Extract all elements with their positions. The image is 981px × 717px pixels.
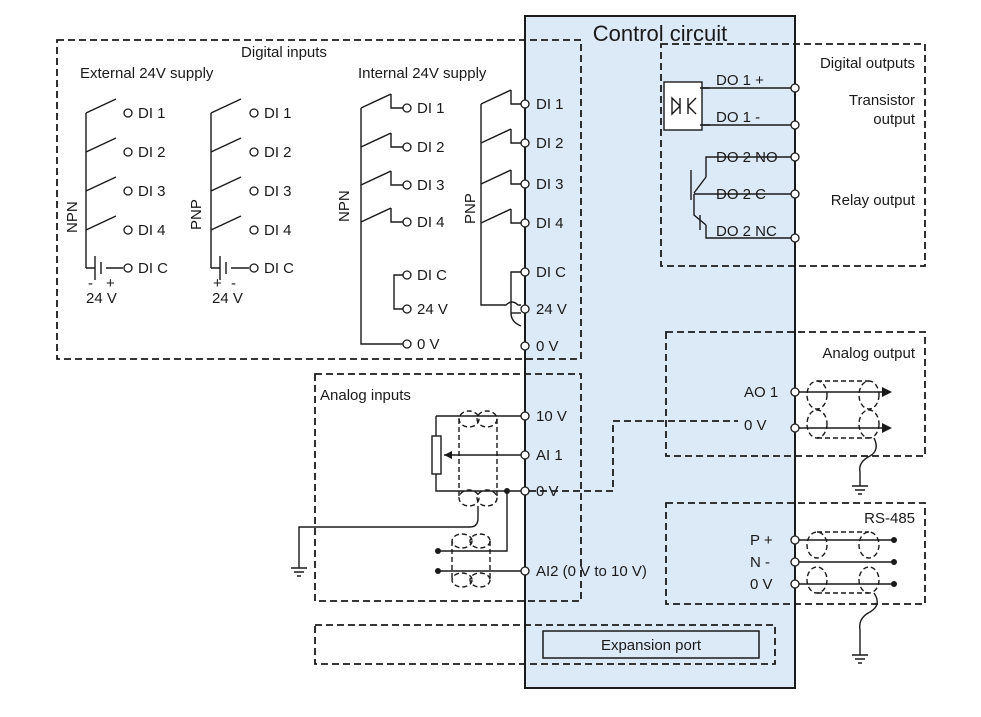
panel-24v: 24 V <box>536 301 567 318</box>
analog-output-wiring <box>799 380 892 495</box>
internal-supply-label: Internal 24V supply <box>358 65 487 82</box>
panel-ai-0v: 0 V <box>536 483 559 500</box>
panel-10v: 10 V <box>536 408 567 425</box>
ext-pnp-di1: DI 1 <box>264 105 292 122</box>
int-npn-terminals <box>402 103 412 349</box>
ext-npn-label: NPN <box>64 201 81 233</box>
expansion-port-box <box>542 630 760 659</box>
panel-0v: 0 V <box>536 338 559 355</box>
ext-npn-di2: DI 2 <box>138 144 166 161</box>
int-npn-wiring <box>360 93 403 345</box>
analog-inputs-title: Analog inputs <box>320 387 411 404</box>
control-circuit-title: Control circuit <box>593 21 727 46</box>
ext-pnp-terminals <box>249 108 259 273</box>
rs485-group-box <box>665 502 926 605</box>
panel-left-terminals <box>520 99 530 576</box>
ext-npn-di1: DI 1 <box>138 105 166 122</box>
analog-inputs-wiring <box>291 410 738 588</box>
do2-c: DO 2 C <box>716 186 766 203</box>
do1-plus: DO 1 + <box>716 72 764 89</box>
do1-minus: DO 1 - <box>716 109 760 126</box>
panel-di3: DI 3 <box>536 176 564 193</box>
ext-npn-di4: DI 4 <box>138 222 166 239</box>
int-npn-label: NPN <box>336 190 353 222</box>
rs485-wiring <box>799 531 897 664</box>
transistor-output-label-1: Transistor <box>849 92 915 109</box>
int-npn-di3: DI 3 <box>417 177 445 194</box>
ext-pnp-plus: + <box>213 275 222 292</box>
ext-pnp-di4: DI 4 <box>264 222 292 239</box>
digital-inputs-group-box <box>56 39 582 360</box>
rs485-n: N - <box>750 554 770 571</box>
expansion-group-box <box>314 624 776 665</box>
int-npn-di1: DI 1 <box>417 100 445 117</box>
do2-nc: DO 2 NC <box>716 223 777 240</box>
ext-pnp-minus: - <box>231 275 236 292</box>
expansion-port-label: Expansion port <box>601 637 702 654</box>
rs485-title: RS-485 <box>864 510 915 527</box>
ext-pnp-label: PNP <box>188 199 205 230</box>
digital-outputs-title: Digital outputs <box>820 55 915 72</box>
int-npn-0v: 0 V <box>417 336 440 353</box>
ext-npn-di3: DI 3 <box>138 183 166 200</box>
ext-npn-terminals <box>123 108 133 273</box>
int-npn-di4: DI 4 <box>417 214 445 231</box>
panel-right-terminals <box>790 83 800 589</box>
ext-pnp-24v: 24 V <box>212 290 243 307</box>
int-npn-di2: DI 2 <box>417 139 445 156</box>
ext-pnp-di3: DI 3 <box>264 183 292 200</box>
int-pnp-wiring <box>480 89 522 327</box>
panel-ai1: AI 1 <box>536 447 563 464</box>
external-supply-label: External 24V supply <box>80 65 214 82</box>
ao1-label: AO 1 <box>744 384 778 401</box>
control-circuit-panel <box>524 15 796 689</box>
panel-dic: DI C <box>536 264 566 281</box>
int-npn-24v: 24 V <box>417 301 448 318</box>
panel-di1: DI 1 <box>536 96 564 113</box>
rs485-0v: 0 V <box>750 576 773 593</box>
do2-no: DO 2 NO <box>716 149 778 166</box>
ext-npn-minus: - <box>88 275 93 292</box>
ext-npn-dic: DI C <box>138 260 168 277</box>
relay-output-label: Relay output <box>831 192 916 209</box>
digital-outputs-wiring <box>663 81 791 239</box>
ext-npn-wiring <box>85 98 123 280</box>
digital-inputs-title: Digital inputs <box>241 44 327 61</box>
analog-output-title: Analog output <box>822 345 915 362</box>
ext-pnp-wiring <box>210 98 249 280</box>
panel-di2: DI 2 <box>536 135 564 152</box>
ext-npn-plus: + <box>106 275 115 292</box>
analog-output-group-box <box>665 331 926 457</box>
ext-npn-24v: 24 V <box>86 290 117 307</box>
ext-pnp-dic: DI C <box>264 260 294 277</box>
ext-pnp-di2: DI 2 <box>264 144 292 161</box>
ao-0v-label: 0 V <box>744 417 767 434</box>
rs485-p: P + <box>750 532 773 549</box>
panel-di4: DI 4 <box>536 215 564 232</box>
analog-inputs-group-box <box>314 373 582 602</box>
panel-ai2: AI2 (0 V to 10 V) <box>536 563 647 580</box>
transistor-output-label-2: output <box>873 111 916 128</box>
digital-outputs-group-box <box>660 43 926 267</box>
int-pnp-label: PNP <box>462 193 479 224</box>
int-npn-dic: DI C <box>417 267 447 284</box>
